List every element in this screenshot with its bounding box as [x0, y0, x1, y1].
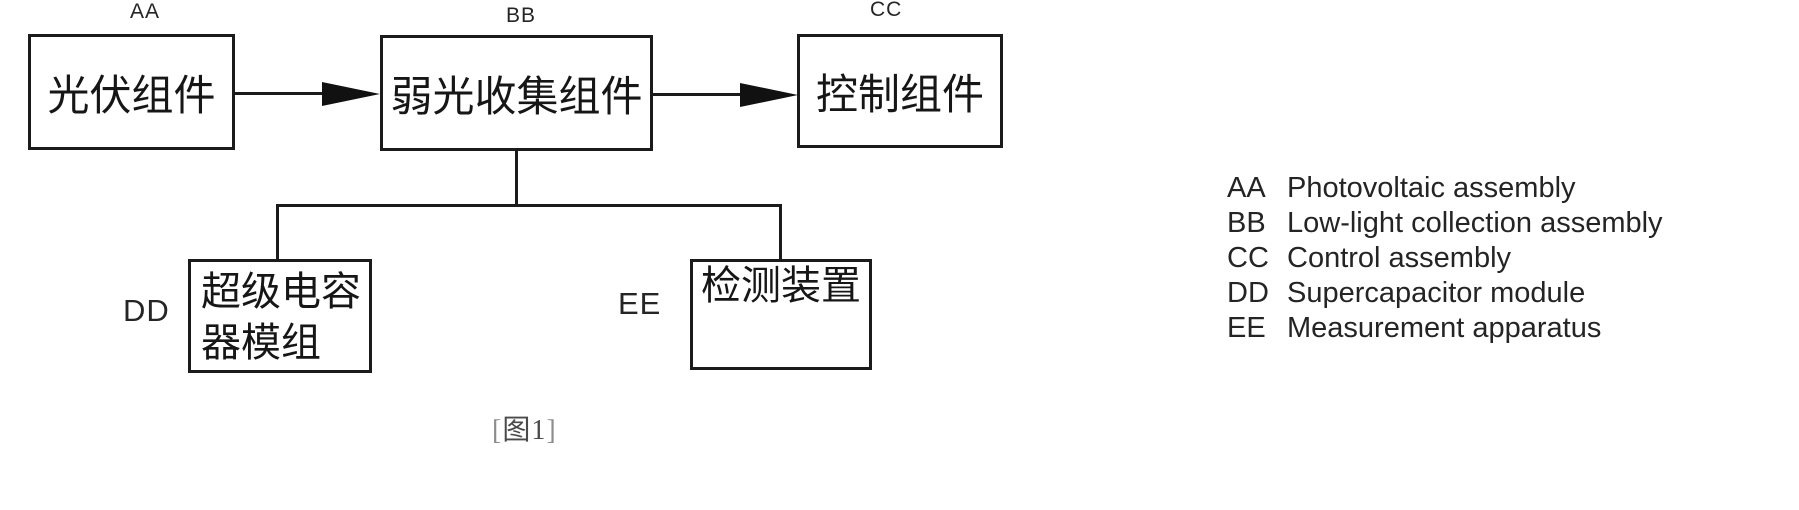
legend-code: AA [1227, 172, 1266, 204]
legend-desc: Measurement apparatus [1287, 312, 1602, 344]
figure-caption: [图1] [492, 408, 557, 448]
node-label-measurement-apparatus: 检测装置 [701, 263, 861, 308]
node-ref-dd: DD [123, 293, 170, 328]
node-ref-bb: BB [506, 4, 537, 27]
legend-code: EE [1227, 312, 1266, 344]
legend-code: CC [1227, 242, 1269, 274]
caption-text: 图1 [502, 415, 547, 446]
connector-bb-down [515, 151, 518, 205]
node-box-measurement-apparatus: 检测装置 [690, 259, 872, 370]
legend-item-cc: CC Control assembly [1227, 241, 1663, 276]
legend-code: DD [1227, 277, 1269, 309]
node-box-low-light-collection-assembly: 弱光收集组件 [380, 35, 653, 151]
node-label-control-assembly: 控制组件 [815, 72, 984, 119]
connector-down-to-dd [276, 204, 279, 261]
legend-item-ee: EE Measurement apparatus [1227, 311, 1663, 346]
legend-item-aa: AA Photovoltaic assembly [1227, 171, 1663, 206]
connector-horizontal [276, 204, 782, 207]
node-box-photovoltaic-assembly: 光伏组件 [28, 34, 235, 150]
arrow-right-icon [740, 83, 798, 107]
legend-item-bb: BB Low-light collection assembly [1227, 206, 1663, 241]
node-box-control-assembly: 控制组件 [797, 34, 1003, 148]
arrow-right-icon [322, 82, 380, 106]
node-box-supercapacitor-module: 超级电容 器模组 [188, 259, 372, 373]
caption-close-bracket: ] [546, 415, 557, 446]
legend-desc: Low-light collection assembly [1287, 207, 1663, 239]
node-ref-ee: EE [618, 286, 662, 321]
caption-open-bracket: [ [492, 415, 503, 446]
legend-desc: Control assembly [1287, 242, 1512, 274]
arrow-bb-to-cc-shaft [653, 93, 743, 96]
node-label-photovoltaic-assembly: 光伏组件 [47, 73, 216, 120]
legend: AA Photovoltaic assembly BB Low-light co… [1227, 171, 1663, 346]
legend-item-dd: DD Supercapacitor module [1227, 276, 1663, 311]
node-ref-cc: CC [870, 0, 903, 21]
legend-desc: Photovoltaic assembly [1287, 172, 1576, 204]
legend-code: BB [1227, 207, 1266, 239]
node-ref-aa: AA [130, 0, 161, 23]
legend-desc: Supercapacitor module [1287, 277, 1586, 309]
arrow-aa-to-bb-shaft [235, 92, 325, 95]
node-label-supercapacitor-module: 超级电容 器模组 [201, 269, 361, 365]
node-label-low-light-collection-assembly: 弱光收集组件 [390, 74, 643, 121]
connector-down-to-ee [779, 204, 782, 261]
